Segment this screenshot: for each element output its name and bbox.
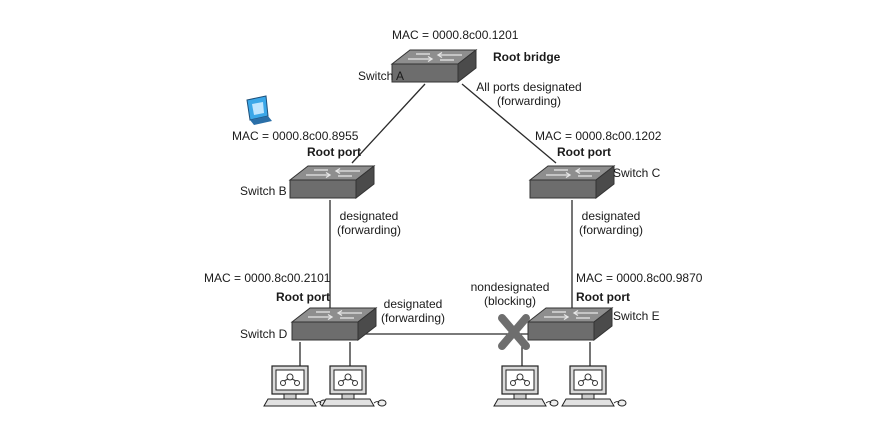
workstation-icon bbox=[321, 365, 387, 407]
switch-b-role: Root port bbox=[307, 145, 361, 159]
workstation-icon bbox=[561, 365, 627, 407]
switch-a-note: All ports designated (forwarding) bbox=[476, 80, 582, 108]
switch-a-mac: MAC = 0000.8c00.1201 bbox=[392, 28, 519, 42]
switch-c-mac: MAC = 0000.8c00.1202 bbox=[535, 129, 662, 143]
switch-c-name: Switch C bbox=[613, 166, 661, 180]
switch-e-icon bbox=[527, 307, 613, 341]
monitor-icon bbox=[246, 95, 272, 125]
switch-a-icon bbox=[391, 49, 477, 83]
switch-d-name: Switch D bbox=[240, 327, 288, 341]
switch-d-role: Root port bbox=[276, 290, 330, 304]
switch-a-role: Root bridge bbox=[493, 50, 561, 64]
switch-e-link-state: nondesignated (blocking) bbox=[470, 280, 550, 308]
blocked-port-icon bbox=[498, 314, 530, 350]
workstation-icon bbox=[263, 365, 329, 407]
switch-b-icon bbox=[289, 165, 375, 199]
switch-c-role: Root port bbox=[557, 145, 611, 159]
switch-b-name: Switch B bbox=[240, 184, 287, 198]
switch-d-mac: MAC = 0000.8c00.2101 bbox=[204, 271, 331, 285]
switch-b-link-state: designated (forwarding) bbox=[336, 209, 402, 237]
switch-c-icon bbox=[529, 165, 615, 199]
switch-d-link-state: designated (forwarding) bbox=[380, 297, 446, 325]
switch-e-mac: MAC = 0000.8c00.9870 bbox=[576, 271, 703, 285]
link-a-c bbox=[461, 83, 557, 164]
workstation-icon bbox=[493, 365, 559, 407]
switch-d-icon bbox=[291, 307, 377, 341]
switch-e-name: Switch E bbox=[613, 309, 660, 323]
switch-a-name: Switch A bbox=[358, 69, 405, 83]
switch-e-role: Root port bbox=[576, 290, 630, 304]
switch-b-mac: MAC = 0000.8c00.8955 bbox=[232, 129, 359, 143]
link-a-b bbox=[351, 83, 426, 164]
switch-c-link-state: designated (forwarding) bbox=[578, 209, 644, 237]
